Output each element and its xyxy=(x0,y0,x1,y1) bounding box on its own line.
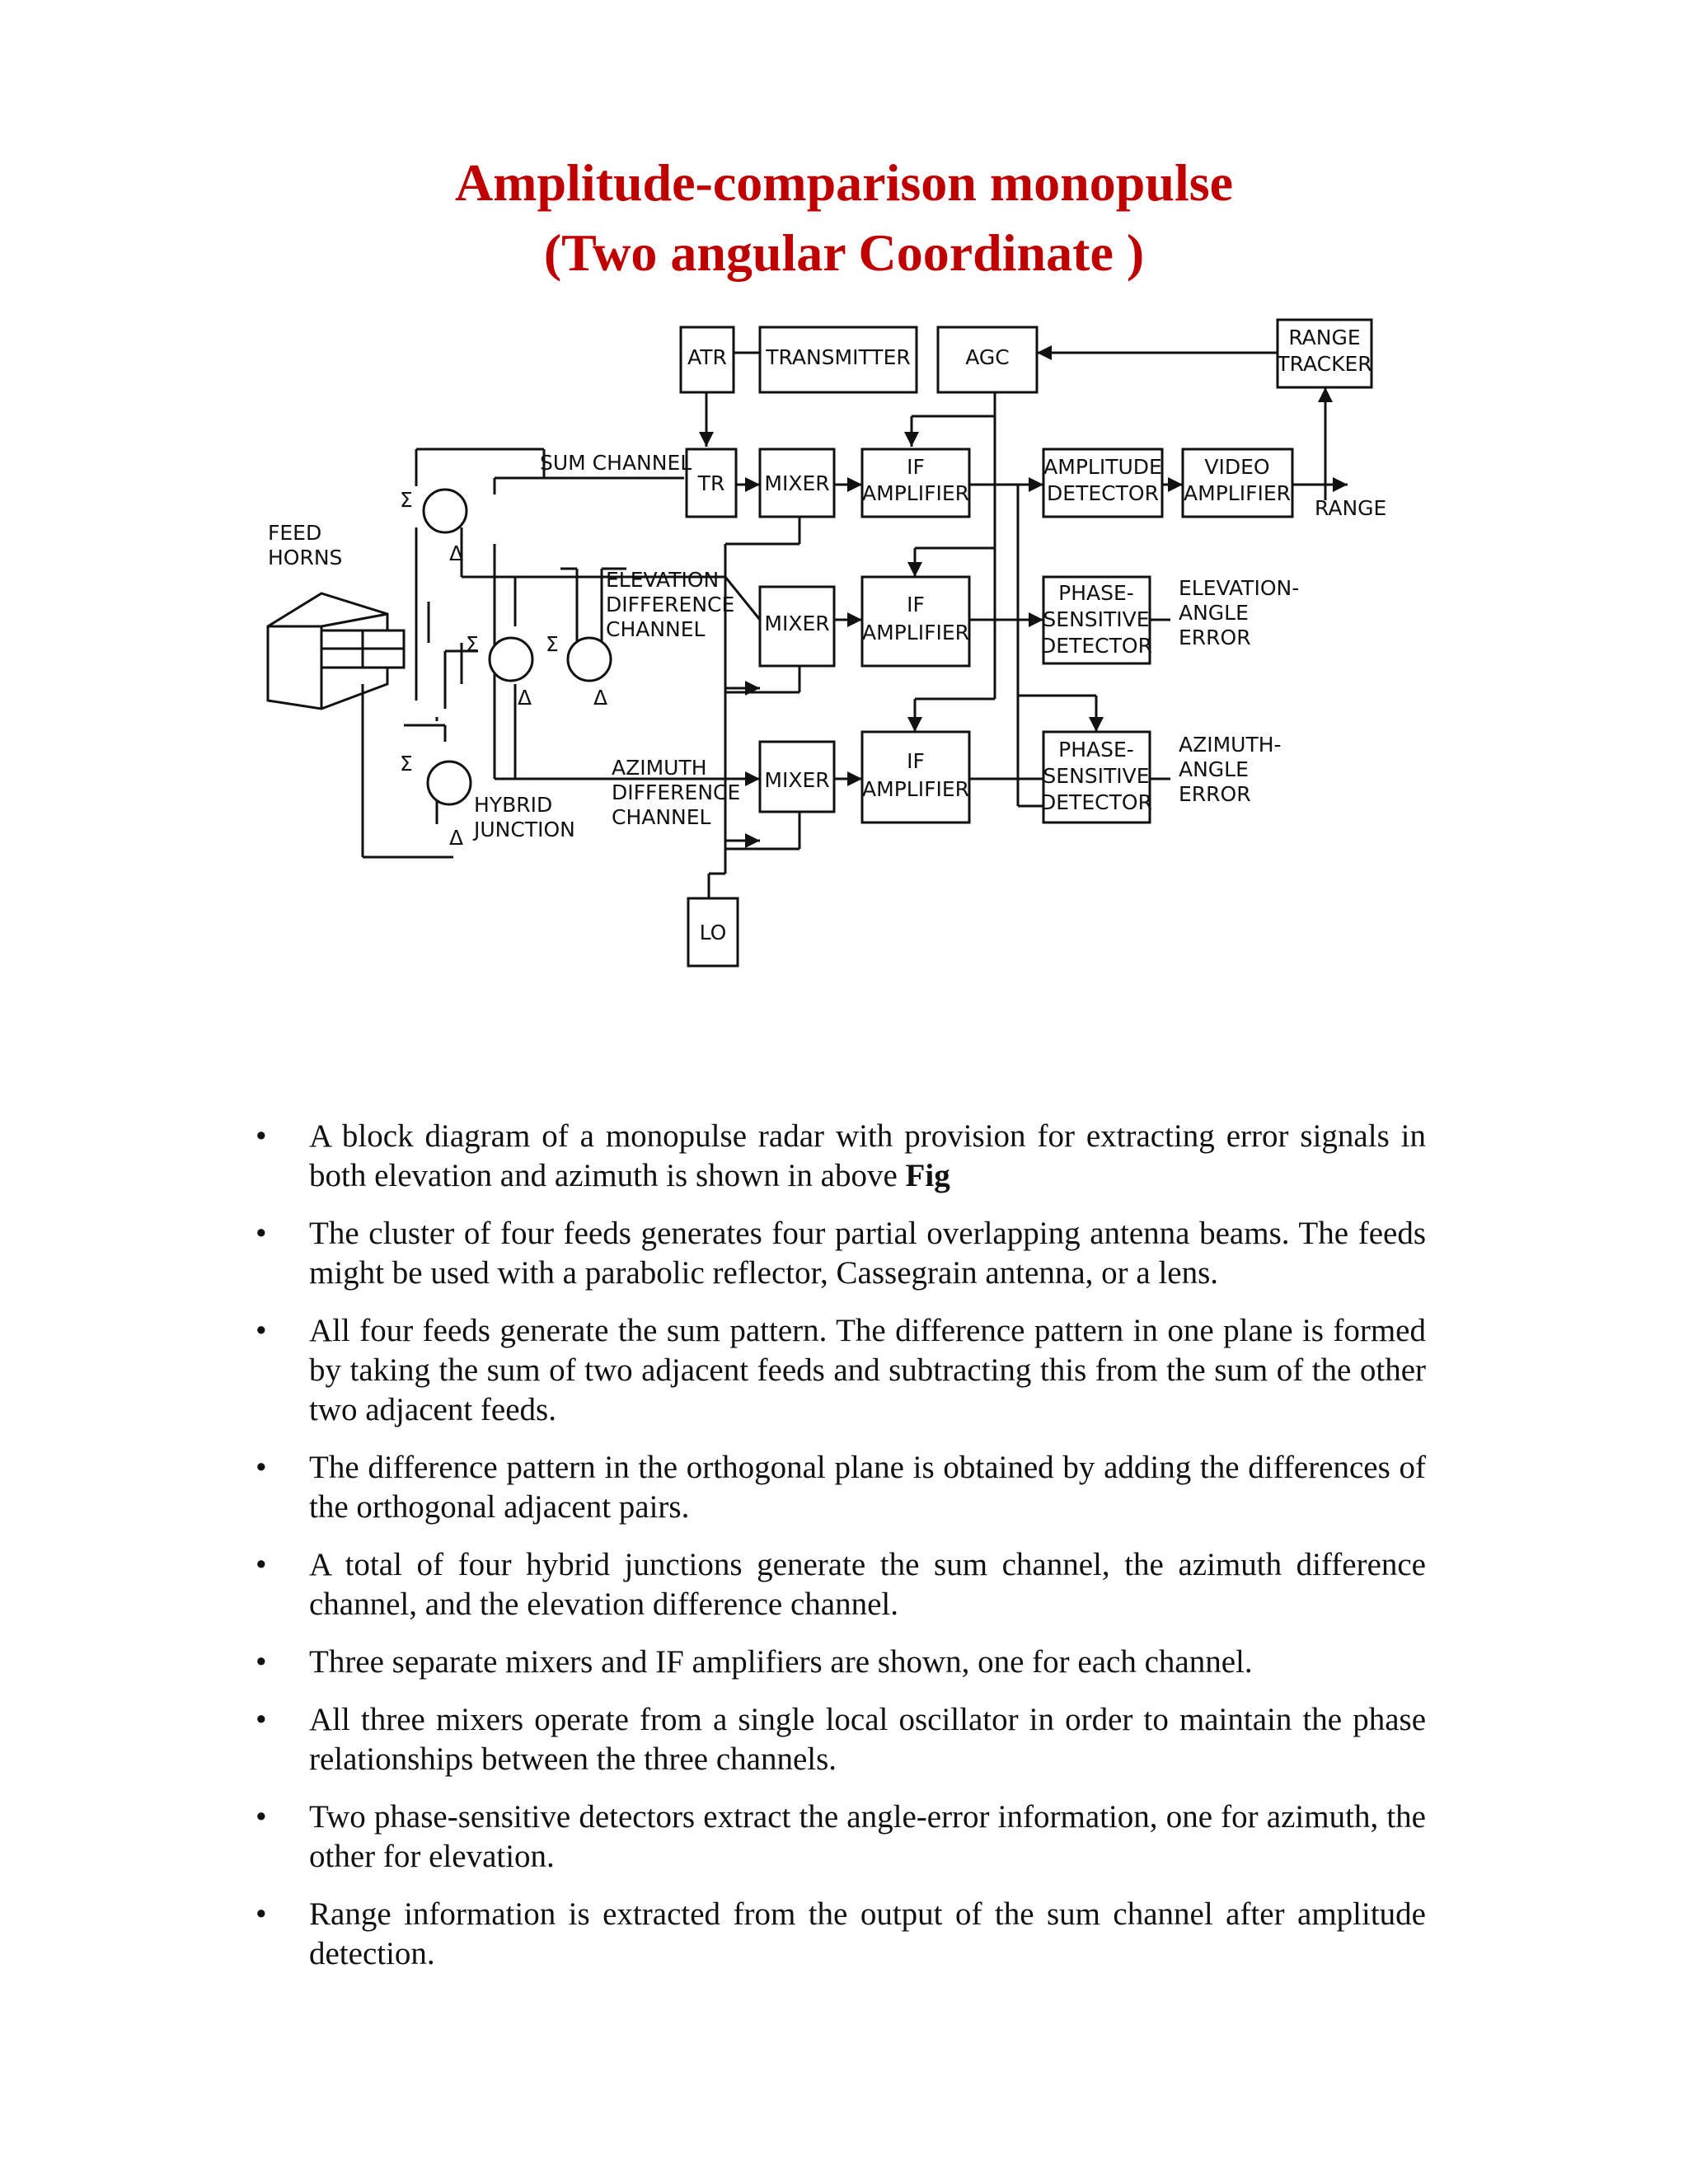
svg-text:Σ: Σ xyxy=(546,632,559,656)
bullet-item: •Range information is extracted from the… xyxy=(256,1896,1426,1971)
svg-text:HYBRID: HYBRID xyxy=(474,793,552,817)
svg-text:Δ: Δ xyxy=(593,686,607,710)
amplifier-label: AMPLIFIER xyxy=(862,621,969,644)
svg-text:CHANNEL: CHANNEL xyxy=(612,805,711,829)
svg-text:DIFFERENCE: DIFFERENCE xyxy=(606,593,734,616)
amplifier-label: AMPLIFIER xyxy=(862,777,969,801)
bullet-item: •Three separate mixers and IF amplifiers… xyxy=(256,1644,1253,1680)
block-transmitter: TRANSMITTER xyxy=(758,326,918,394)
block-phase-detector-elevation: PHASE- SENSITIVE DETECTOR xyxy=(1040,575,1152,665)
feed-horns: FEED HORNS xyxy=(266,521,406,710)
azimuth-angle-error-label: AZIMUTH- ANGLE ERROR xyxy=(1179,733,1282,806)
block-lo: LO xyxy=(687,897,739,968)
detector-label: DETECTOR xyxy=(1040,634,1152,658)
diagram-wires xyxy=(361,345,1348,898)
page-subtitle: (Two angular Coordinate ) xyxy=(543,223,1145,282)
atr-label: ATR xyxy=(687,345,727,369)
mixer-label: MIXER xyxy=(764,471,829,495)
svg-text:Σ: Σ xyxy=(400,752,413,776)
block-tr: TR xyxy=(685,448,738,518)
transmitter-label: TRANSMITTER xyxy=(765,345,911,369)
bullet-item: •A block diagram of a monopulse radar wi… xyxy=(256,1118,1426,1193)
page-title: Amplitude-comparison monopulse xyxy=(454,153,1234,212)
svg-text:CHANNEL: CHANNEL xyxy=(606,617,706,641)
phase-label: PHASE- xyxy=(1058,738,1134,762)
if-label: IF xyxy=(907,749,925,773)
svg-text:ERROR: ERROR xyxy=(1179,626,1251,649)
block-video-amplifier: VIDEO AMPLIFIER xyxy=(1181,448,1294,518)
svg-text:ELEVATION-: ELEVATION- xyxy=(1179,576,1299,600)
block-if-amplifier-sum: IF AMPLIFIER xyxy=(860,448,971,518)
block-mixer-azimuth: MIXER xyxy=(758,740,836,813)
elevation-angle-error-label: ELEVATION- ANGLE ERROR xyxy=(1179,576,1299,649)
hybrid-junction-top: Σ Δ xyxy=(400,488,468,565)
svg-text:Σ: Σ xyxy=(400,488,413,512)
bullet-item: •A total of four hybrid junctions genera… xyxy=(256,1547,1426,1622)
mixer-label: MIXER xyxy=(764,768,829,792)
amplifier-label: AMPLIFIER xyxy=(862,481,969,505)
azimuth-channel-label: AZIMUTH DIFFERENCE CHANNEL xyxy=(612,756,740,829)
svg-text:JUNCTION: JUNCTION xyxy=(472,818,575,841)
block-amplitude-detector: AMPLITUDE DETECTOR xyxy=(1042,448,1164,518)
svg-text:Δ: Δ xyxy=(449,826,463,850)
if-label: IF xyxy=(907,593,925,616)
video-label: VIDEO xyxy=(1204,455,1269,479)
bullet-list: •A block diagram of a monopulse radar wi… xyxy=(256,1117,1426,1992)
svg-text:Σ: Σ xyxy=(466,632,479,656)
svg-text:AZIMUTH: AZIMUTH xyxy=(612,756,707,780)
svg-text:Δ: Δ xyxy=(518,686,532,710)
sensitive-label: SENSITIVE xyxy=(1043,607,1149,631)
elevation-channel-label: ELEVATION DIFFERENCE CHANNEL xyxy=(606,568,734,641)
sum-channel-label: SUM CHANNEL xyxy=(540,451,692,475)
svg-text:ANGLE: ANGLE xyxy=(1179,601,1249,625)
detector-label: DETECTOR xyxy=(1040,790,1152,814)
range-tracker-label-1: RANGE xyxy=(1288,326,1360,349)
amplitude-label: AMPLITUDE xyxy=(1043,455,1162,479)
hybrid-junction-middle: Σ Δ xyxy=(466,632,534,710)
bullet-item: •All four feeds generate the sum pattern… xyxy=(256,1313,1426,1427)
svg-text:AZIMUTH-: AZIMUTH- xyxy=(1179,733,1282,757)
amplifier-label: AMPLIFIER xyxy=(1184,481,1291,505)
range-output-label: RANGE xyxy=(1315,496,1386,520)
svg-text:Δ: Δ xyxy=(449,541,463,565)
range-tracker-label-2: TRACKER xyxy=(1276,352,1372,376)
bullet-item: •All three mixers operate from a single … xyxy=(256,1702,1426,1777)
detector-label: DETECTOR xyxy=(1047,481,1159,505)
svg-text:ELEVATION: ELEVATION xyxy=(606,568,719,592)
phase-label: PHASE- xyxy=(1058,581,1134,605)
hybrid-junction-bottom: Σ Δ HYBRID JUNCTION xyxy=(400,752,575,850)
svg-text:FEED: FEED xyxy=(268,521,321,545)
svg-text:HORNS: HORNS xyxy=(268,546,342,569)
block-mixer-elevation: MIXER xyxy=(758,585,836,668)
svg-text:ERROR: ERROR xyxy=(1179,782,1251,806)
svg-text:ANGLE: ANGLE xyxy=(1179,757,1249,781)
bullet-item: •The difference pattern in the orthogona… xyxy=(256,1450,1426,1525)
hybrid-junction-right: Σ Δ xyxy=(546,632,612,710)
block-agc: AGC xyxy=(936,326,1039,394)
tr-label: TR xyxy=(697,471,725,495)
sensitive-label: SENSITIVE xyxy=(1043,764,1149,788)
lo-label: LO xyxy=(700,921,727,944)
block-mixer-sum: MIXER xyxy=(758,448,836,518)
block-if-amplifier-elevation: IF AMPLIFIER xyxy=(860,575,971,668)
svg-text:DIFFERENCE: DIFFERENCE xyxy=(612,780,740,804)
block-if-amplifier-azimuth: IF AMPLIFIER xyxy=(860,730,971,824)
if-label: IF xyxy=(907,455,925,479)
mixer-label: MIXER xyxy=(764,612,829,635)
agc-label: AGC xyxy=(965,345,1010,369)
bullet-item: •Two phase-sensitive detectors extract t… xyxy=(256,1799,1426,1874)
block-atr: ATR xyxy=(679,326,735,394)
block-phase-detector-azimuth: PHASE- SENSITIVE DETECTOR xyxy=(1040,730,1152,824)
monopulse-block-diagram: ATR TRANSMITTER AGC RANGE TRACKER TR MIX… xyxy=(266,318,1386,968)
bullet-item: •The cluster of four feeds generates fou… xyxy=(256,1216,1426,1291)
block-range-tracker: RANGE TRACKER xyxy=(1276,318,1373,389)
